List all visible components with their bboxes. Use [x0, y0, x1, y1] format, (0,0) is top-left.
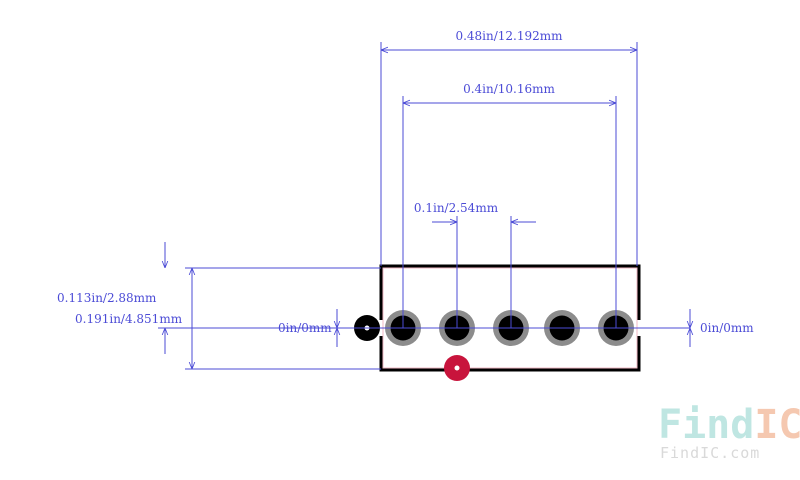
overall-width-label: 0.48in/12.192mm: [455, 29, 563, 43]
right-offset-label: 0in/0mm: [700, 321, 754, 335]
watermark-url: FindIC.com: [660, 444, 760, 462]
body-height-label: 0.113in/2.88mm: [57, 291, 157, 305]
pin1-marker: [444, 355, 470, 381]
component-body: [379, 264, 641, 372]
left-offset-label: 0in/0mm: [278, 321, 332, 335]
watermark-brand-part1: Find: [658, 402, 754, 448]
pin-pitch-label: 0.1in/2.54mm: [414, 201, 499, 215]
body-outline-bottom: [379, 336, 641, 372]
dimension-lines: [158, 42, 690, 370]
findic-watermark: FindIC FindIC.com: [658, 402, 800, 462]
watermark-brand: FindIC: [658, 402, 800, 448]
pin-span-label: 0.4in/10.16mm: [463, 82, 555, 96]
watermark-brand-part2: IC: [754, 402, 800, 448]
body-inner-outline: [382, 267, 638, 369]
body-outline-top: [379, 264, 641, 320]
overall-height-label: 0.191in/4.851mm: [75, 312, 183, 326]
